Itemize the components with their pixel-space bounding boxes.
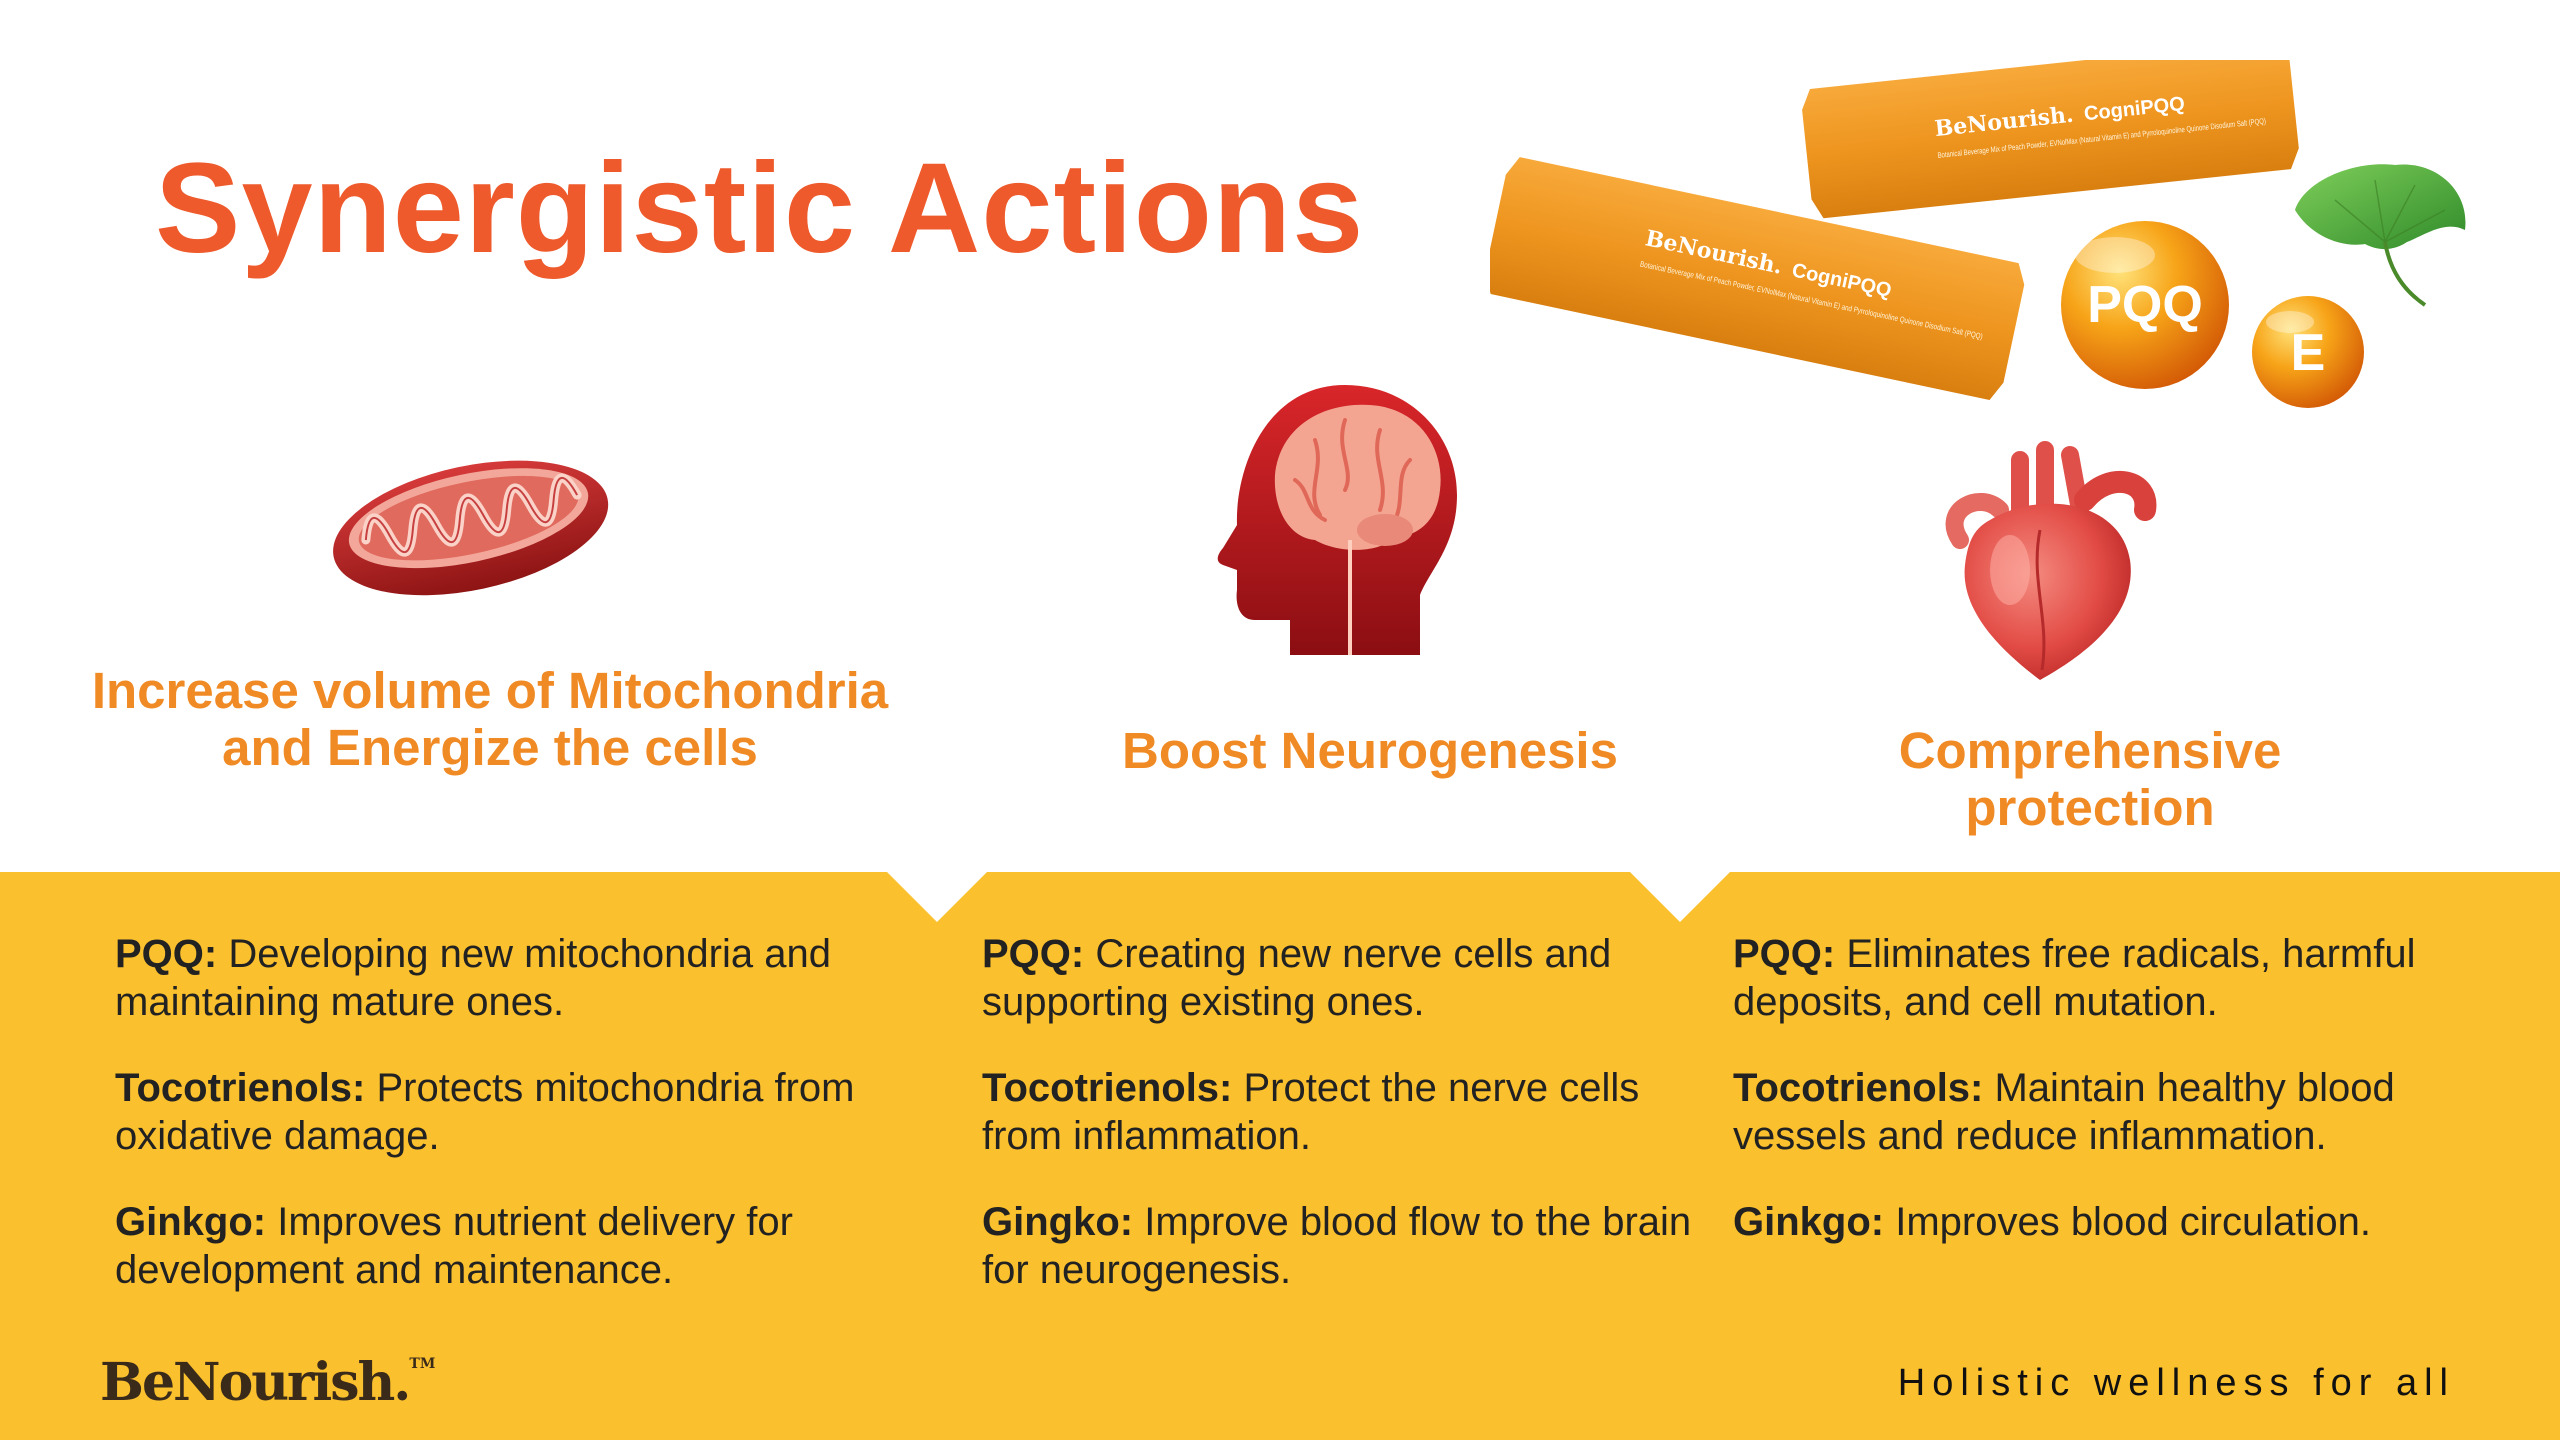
vitamin-e-sphere-label: E <box>2291 324 2326 382</box>
yellow-info-band <box>0 872 2560 1440</box>
list-item: PQQ: Developing new mitochondria and mai… <box>115 932 831 1024</box>
heart-icon <box>1945 441 2157 680</box>
product-sachets-image: BeNourish. CogniPQQ Botanical Beverage M… <box>1490 60 2466 408</box>
list-item: PQQ: Eliminates free radicals, harmful d… <box>1733 932 2416 1024</box>
column-title-neurogenesis: Boost Neurogenesis <box>1122 722 1618 779</box>
ginkgo-leaf-icon <box>2295 164 2466 307</box>
vitamin-e-sphere: E <box>2252 296 2364 408</box>
sachet-front: BeNourish. CogniPQQ Botanical Beverage M… <box>1490 157 2025 401</box>
sachet-back: BeNourish. CogniPQQ Botanical Beverage M… <box>1802 60 2299 219</box>
column-protection: PQQ: Eliminates free radicals, harmful d… <box>1733 930 2533 1284</box>
list-item: Tocotrienols: Protect the nerve cells fr… <box>982 1066 1640 1158</box>
column-mitochondria: PQQ: Developing new mitochondria and mai… <box>115 930 915 1332</box>
list-item: Ginkgo: Improves nutrient delivery for d… <box>115 1200 793 1292</box>
list-item: Tocotrienols: Maintain healthy blood ves… <box>1733 1066 2395 1158</box>
list-item: Tocotrienols: Protects mitochondria from… <box>115 1066 855 1158</box>
tagline: Holistic wellness for all <box>1897 1362 2455 1404</box>
page-title: Synergistic Actions <box>155 137 1365 280</box>
pqq-sphere: PQQ <box>2061 221 2229 389</box>
list-item: PQQ: Creating new nerve cells and suppor… <box>982 932 1612 1024</box>
brand-logo: BeNourish.TM <box>100 1352 436 1413</box>
brain-icon <box>1217 385 1457 655</box>
column-neurogenesis: PQQ: Creating new nerve cells and suppor… <box>982 930 1702 1332</box>
column-title-protection: Comprehensive protection <box>1898 722 2282 836</box>
list-item: Ginkgo: Improves blood circulation. <box>1733 1200 2371 1244</box>
column-title-mitochondria: Increase volume of Mitochondria and Ener… <box>91 662 889 776</box>
pqq-sphere-label: PQQ <box>2087 276 2203 334</box>
list-item: Gingko: Improve blood flow to the brain … <box>982 1200 1692 1292</box>
mitochondria-icon <box>333 460 609 596</box>
